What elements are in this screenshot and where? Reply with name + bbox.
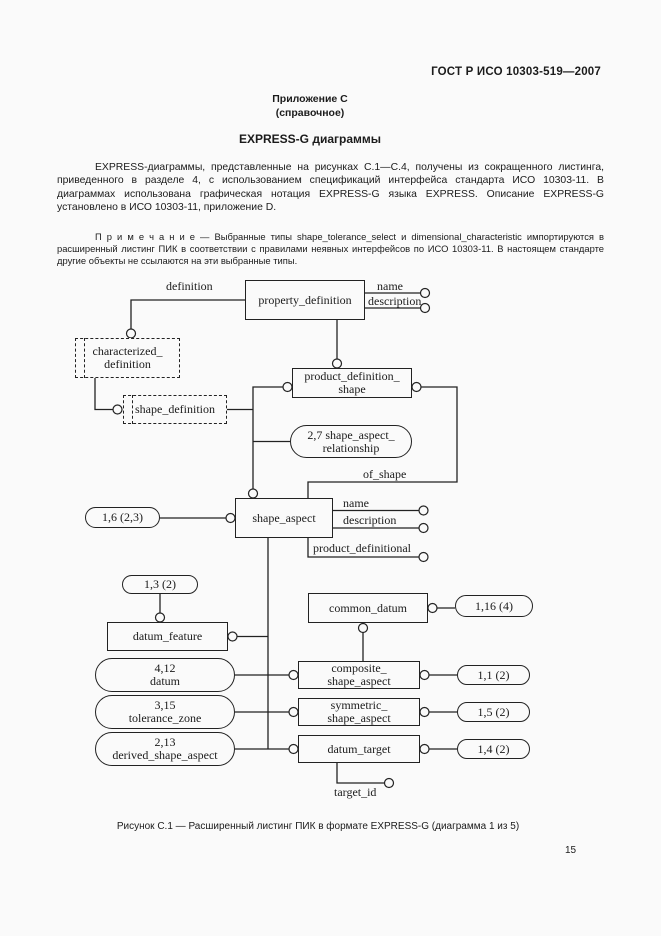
entity-datum-feature: datum_feature — [107, 622, 228, 651]
select-type-bar — [84, 338, 85, 378]
page-ref-4-12-datum: 4,12 datum — [95, 658, 235, 692]
standard-number-header: ГОСТ Р ИСО 10303-519—2007 — [431, 66, 601, 78]
entity-product-definition-shape: product_definition_ shape — [292, 368, 412, 398]
section-title: EXPRESS-G диаграммы — [238, 132, 382, 146]
page-ref-1-6: 1,6 (2,3) — [85, 507, 160, 528]
intro-paragraph: EXPRESS-диаграммы, представленные на рис… — [57, 162, 604, 213]
attr-description: description — [368, 294, 422, 308]
page-ref-1-4: 1,4 (2) — [457, 739, 530, 759]
attr-name: name — [377, 279, 403, 293]
page-ref-shape-aspect-relationship: 2,7 shape_aspect_ relationship — [290, 425, 412, 458]
attr-product-definitional: product_definitional — [313, 541, 411, 555]
attr-of-shape: of_shape — [363, 467, 407, 481]
annex-subtitle: (справочное) — [275, 107, 345, 119]
select-label: shape_definition — [135, 402, 215, 416]
page-ref-2-13-derived-shape-aspect: 2,13 derived_shape_aspect — [95, 732, 235, 766]
entity-datum-target: datum_target — [298, 735, 420, 763]
page-ref-1-5: 1,5 (2) — [457, 702, 530, 722]
select-label: characterized_ definition — [92, 344, 163, 371]
attr-target-id: target_id — [334, 785, 377, 799]
page-ref-1-3: 1,3 (2) — [122, 575, 198, 594]
select-type-bar — [132, 395, 133, 424]
attr-definition: definition — [166, 279, 213, 293]
page-ref-1-1: 1,1 (2) — [457, 665, 530, 685]
note-paragraph: П р и м е ч а н и е — Выбранные типы sha… — [57, 231, 604, 266]
attr-name: name — [343, 496, 369, 510]
connector-lines — [94, 287, 458, 789]
relationship-circles — [112, 287, 438, 789]
entity-shape-aspect: shape_aspect — [235, 498, 333, 538]
entity-common-datum: common_datum — [308, 593, 428, 623]
select-characterized-definition: characterized_ definition — [75, 338, 180, 378]
express-g-diagram: property_definition characterized_ defin… — [0, 275, 661, 815]
page-ref-3-15-tolerance-zone: 3,15 tolerance_zone — [95, 695, 235, 729]
page-number: 15 — [565, 845, 577, 856]
entity-symmetric-shape-aspect: symmetric_ shape_aspect — [298, 698, 420, 726]
attr-description: description — [343, 513, 397, 527]
annex-title: Приложение С — [272, 93, 348, 105]
entity-composite-shape-aspect: composite_ shape_aspect — [298, 661, 420, 689]
page-ref-1-16: 1,16 (4) — [455, 595, 533, 617]
entity-property-definition: property_definition — [245, 280, 365, 320]
select-shape-definition: shape_definition — [123, 395, 227, 424]
figure-caption: Рисунок С.1 — Расширенный листинг ПИК в … — [116, 821, 520, 832]
